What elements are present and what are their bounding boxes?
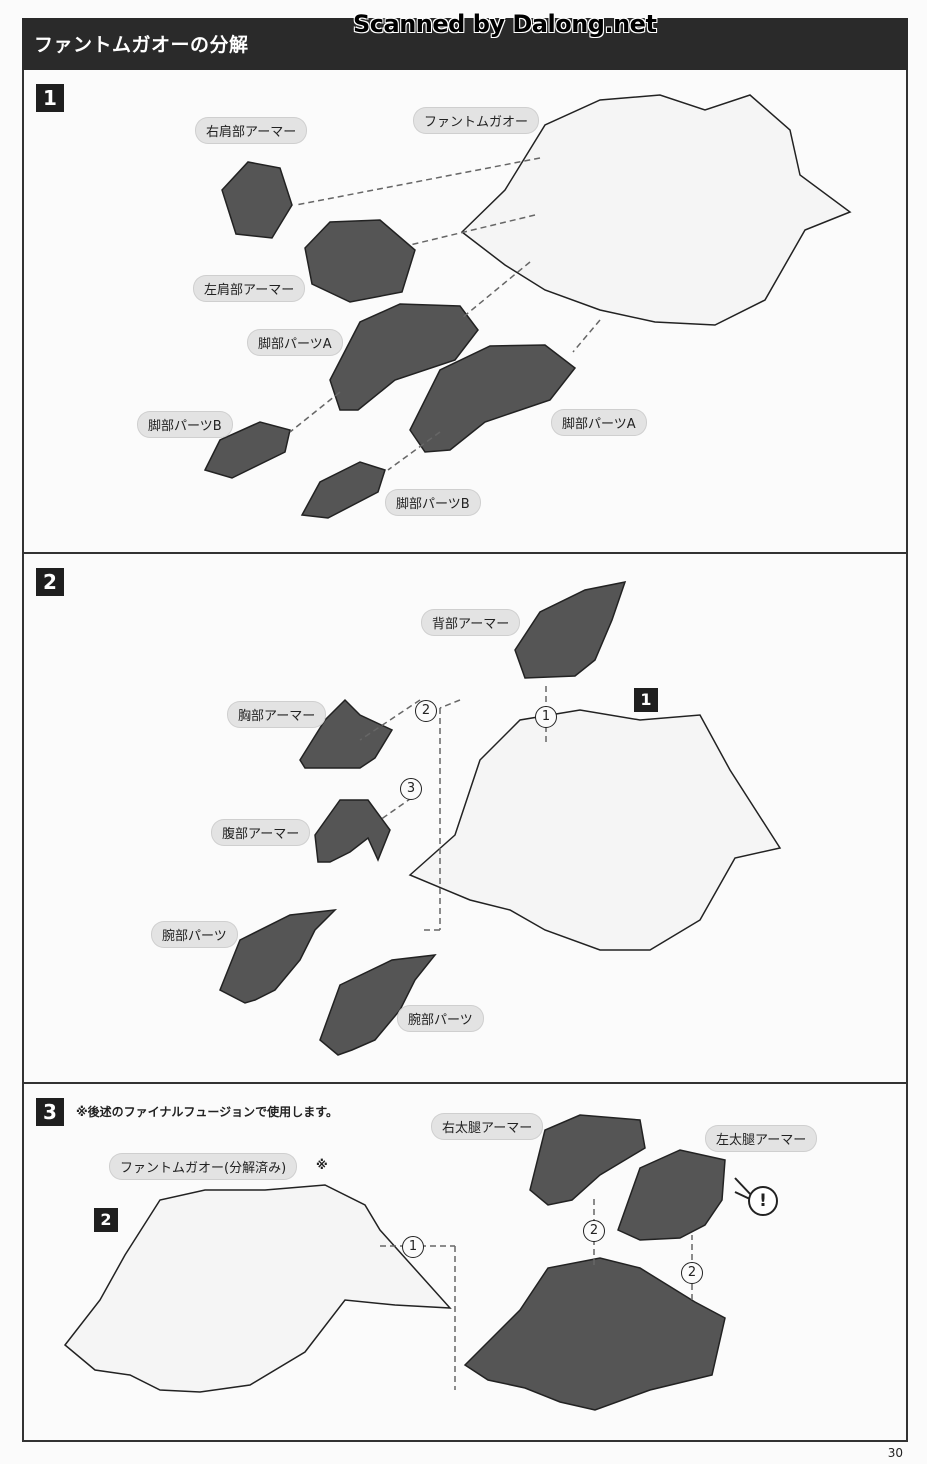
disassembled-body-dark — [463, 1257, 726, 1411]
label-leg-part-b: 脚部パーツB — [386, 490, 480, 515]
left-thigh-armor-part — [617, 1149, 726, 1241]
label-right-thigh-armor: 右太腿アーマー — [432, 1114, 543, 1139]
step-divider — [22, 552, 908, 554]
label-right-shoulder-armor: 右肩部アーマー — [196, 118, 307, 143]
phantom-gaogar-unit — [460, 94, 852, 326]
label-back-armor: 背部アーマー — [422, 610, 520, 635]
left-shoulder-armor-part — [304, 219, 416, 303]
phantom-gaogar-unit-step2 — [408, 709, 782, 951]
section-header — [22, 18, 908, 70]
leg-part-a-1 — [329, 303, 479, 411]
order-marker: 2 — [583, 1220, 605, 1242]
chest-armor-part — [299, 698, 394, 769]
back-armor-part — [514, 581, 627, 679]
page-number: 30 — [887, 1446, 903, 1460]
note-mark: ※ — [316, 1158, 328, 1172]
section-title: ファントムガオーの分解 — [34, 34, 249, 56]
label-left-shoulder-armor: 左肩部アーマー — [194, 276, 305, 301]
arm-part-1 — [219, 909, 338, 1004]
step-2-badge: 2 — [36, 568, 64, 596]
leg-part-b-1 — [203, 421, 291, 479]
label-left-thigh-armor: 左太腿アーマー — [706, 1126, 817, 1151]
reference-badge: 1 — [634, 688, 658, 712]
step-3-badge: 3 — [36, 1098, 64, 1126]
order-marker: 1 — [535, 706, 557, 728]
label-arm-part: 腕部パーツ — [398, 1006, 483, 1031]
abdomen-armor-part — [314, 799, 391, 863]
label-abdomen-armor: 腹部アーマー — [212, 820, 310, 845]
label-leg-part-a: 脚部パーツA — [552, 410, 646, 435]
step-3-note: ※後述のファイナルフュージョンで使用します。 — [76, 1105, 338, 1119]
order-marker: 3 — [400, 778, 422, 800]
label-leg-part-b: 脚部パーツB — [138, 412, 232, 437]
leg-part-b-2 — [300, 461, 386, 519]
reference-badge: 2 — [94, 1208, 118, 1232]
order-marker: 2 — [681, 1262, 703, 1284]
disassembled-phantom-gaogar — [63, 1184, 452, 1393]
warning-icon: ! — [748, 1186, 778, 1216]
label-arm-part: 腕部パーツ — [152, 922, 237, 947]
label-leg-part-a: 脚部パーツA — [248, 330, 342, 355]
label-chest-armor: 胸部アーマー — [228, 702, 326, 727]
order-marker: 1 — [402, 1236, 424, 1258]
label-disassembled-phantom-gaogar: ファントムガオー(分解済み) — [110, 1154, 297, 1179]
arm-part-2 — [319, 954, 437, 1056]
scan-watermark: Scanned by Dalong.net — [353, 10, 657, 38]
right-shoulder-armor-part — [221, 161, 293, 239]
order-marker: 2 — [415, 700, 437, 722]
right-thigh-armor-part — [529, 1114, 646, 1206]
step-divider — [22, 1082, 908, 1084]
leg-part-a-2 — [409, 344, 577, 453]
label-phantom-gaogar: ファントムガオー — [414, 108, 539, 133]
step-1-badge: 1 — [36, 84, 64, 112]
